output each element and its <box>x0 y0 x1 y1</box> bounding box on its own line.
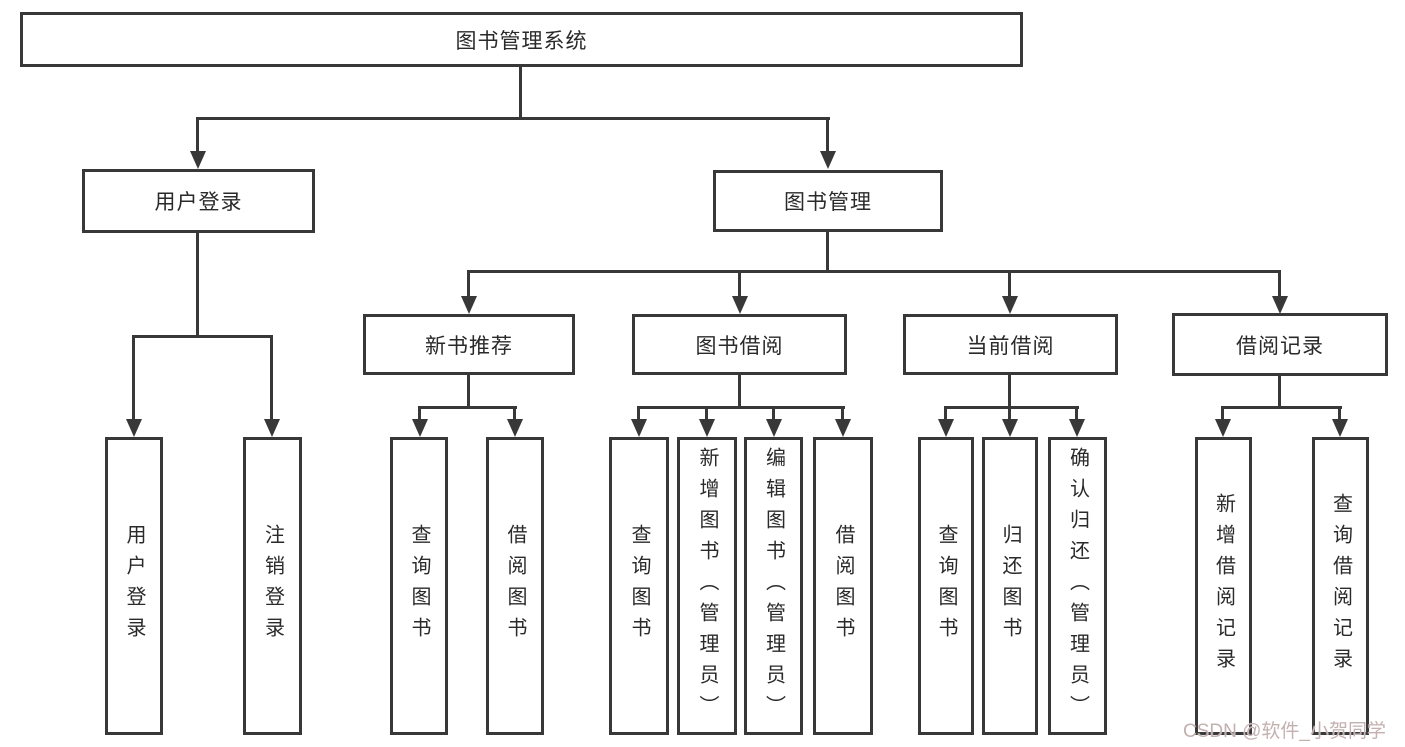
connector-leaf-stem <box>1221 406 1224 420</box>
connector-down <box>738 375 741 409</box>
csdn-watermark: CSDN @软件_小贺同学 <box>1183 721 1386 742</box>
leaf-box-user-login: 用户登录 <box>105 437 163 735</box>
arrow-down-icon <box>631 419 647 437</box>
arrow-down-icon <box>835 419 851 437</box>
arrow-down-icon <box>1332 419 1348 437</box>
connector-leaf-stem <box>637 406 640 420</box>
connector-book-mgmt-bus <box>468 270 1281 273</box>
connector-root-stem <box>519 67 522 118</box>
node-label-new-book-recommend: 新书推荐 <box>425 334 513 358</box>
leaf-label-query-borrow-record: 查询借阅记录 <box>1329 493 1352 679</box>
node-label-library-system: 图书管理系统 <box>455 29 588 53</box>
arrow-down-icon <box>1272 296 1288 314</box>
connector-leaf-stem <box>944 406 947 420</box>
connector-leaf-stem <box>418 406 421 420</box>
leaf-label-confirm-return-admin: 确认归还（管理员） <box>1066 446 1089 726</box>
node-box-current-borrow: 当前借阅 <box>903 314 1118 375</box>
connector-leaf-stem <box>132 335 135 420</box>
connector-leaf-stem <box>270 335 273 420</box>
connector-down <box>467 375 470 409</box>
connector-leaf-stem <box>772 406 775 420</box>
leaf-label-query-books-1: 查询图书 <box>408 524 430 648</box>
leaf-box-borrow-books-2: 借阅图书 <box>813 437 873 735</box>
connector-bus <box>1222 406 1342 409</box>
connector-user-login-stem <box>196 117 199 154</box>
connector-leaf-stem <box>705 406 708 420</box>
connector-l3-stem <box>467 270 470 297</box>
connector-l3-stem <box>738 270 741 297</box>
connector-bus <box>638 406 845 409</box>
arrow-down-icon <box>507 419 523 437</box>
connector-l3-stem <box>1278 270 1281 297</box>
leaf-label-borrow-books-2: 借阅图书 <box>832 524 854 648</box>
arrow-down-icon <box>461 296 477 314</box>
connector-leaf-stem <box>1338 406 1341 420</box>
connector-leaf-stem <box>841 406 844 420</box>
connector-leaf-stem <box>513 406 516 420</box>
leaf-label-query-books-2: 查询图书 <box>628 524 650 648</box>
leaf-label-borrow-books-1: 借阅图书 <box>504 524 526 648</box>
connector-bus <box>945 406 1079 409</box>
leaf-box-borrow-books-1: 借阅图书 <box>486 437 544 735</box>
connector-down <box>1008 375 1011 409</box>
connector-down <box>1278 376 1281 409</box>
arrow-down-icon <box>190 151 206 169</box>
arrow-down-icon <box>820 151 836 169</box>
arrow-down-icon <box>1002 296 1018 314</box>
leaf-box-logout: 注销登录 <box>243 437 302 735</box>
leaf-label-return-books: 归还图书 <box>999 524 1021 648</box>
connector-root-bus <box>197 117 830 120</box>
node-box-user-login: 用户登录 <box>82 169 315 233</box>
connector-l3-stem <box>1008 270 1011 297</box>
connector-book-mgmt-stem <box>826 117 829 154</box>
connector-bus <box>419 406 517 409</box>
arrow-down-icon <box>1069 419 1085 437</box>
connector-leaf-stem <box>1075 406 1078 420</box>
leaf-label-query-books-3: 查询图书 <box>935 524 957 648</box>
leaf-box-edit-books-admin: 编辑图书（管理员） <box>744 437 803 735</box>
node-label-book-management: 图书管理 <box>784 191 872 214</box>
leaf-label-user-login: 用户登录 <box>123 524 145 648</box>
arrow-down-icon <box>264 419 280 437</box>
leaf-label-edit-books-admin: 编辑图书（管理员） <box>762 446 785 726</box>
node-box-borrow-records: 借阅记录 <box>1172 313 1388 376</box>
leaf-box-query-books-1: 查询图书 <box>390 437 448 735</box>
arrow-down-icon <box>1002 419 1018 437</box>
arrow-down-icon <box>938 419 954 437</box>
arrow-down-icon <box>766 419 782 437</box>
leaf-label-add-books-admin: 新增图书（管理员） <box>696 446 718 726</box>
node-label-book-borrow: 图书借阅 <box>695 334 784 358</box>
leaf-box-return-books: 归还图书 <box>982 437 1038 735</box>
arrow-down-icon <box>412 419 428 437</box>
node-box-new-book-recommend: 新书推荐 <box>363 314 575 375</box>
arrow-down-icon <box>1215 419 1231 437</box>
arrow-down-icon <box>699 419 715 437</box>
node-box-book-management: 图书管理 <box>713 170 943 232</box>
leaf-box-add-books-admin: 新增图书（管理员） <box>677 437 737 735</box>
connector-user-login-down <box>196 233 199 335</box>
leaf-label-logout: 注销登录 <box>261 524 284 648</box>
node-label-user-login: 用户登录 <box>154 191 243 214</box>
connector-user-login-bus <box>133 335 273 338</box>
leaf-box-query-books-3: 查询图书 <box>918 437 974 735</box>
node-label-borrow-records: 借阅记录 <box>1236 334 1324 358</box>
connector-leaf-stem <box>1008 406 1011 420</box>
node-label-current-borrow: 当前借阅 <box>966 334 1055 358</box>
node-box-library-system: 图书管理系统 <box>20 12 1023 67</box>
connector-book-mgmt-down <box>826 232 829 272</box>
node-box-book-borrow: 图书借阅 <box>632 314 847 375</box>
leaf-box-query-borrow-record: 查询借阅记录 <box>1312 437 1369 735</box>
leaf-label-add-borrow-record: 新增借阅记录 <box>1212 493 1235 679</box>
leaf-box-query-books-2: 查询图书 <box>609 437 669 735</box>
arrow-down-icon <box>126 419 142 437</box>
leaf-box-confirm-return-admin: 确认归还（管理员） <box>1048 437 1107 735</box>
arrow-down-icon <box>732 296 748 314</box>
leaf-box-add-borrow-record: 新增借阅记录 <box>1195 437 1252 735</box>
